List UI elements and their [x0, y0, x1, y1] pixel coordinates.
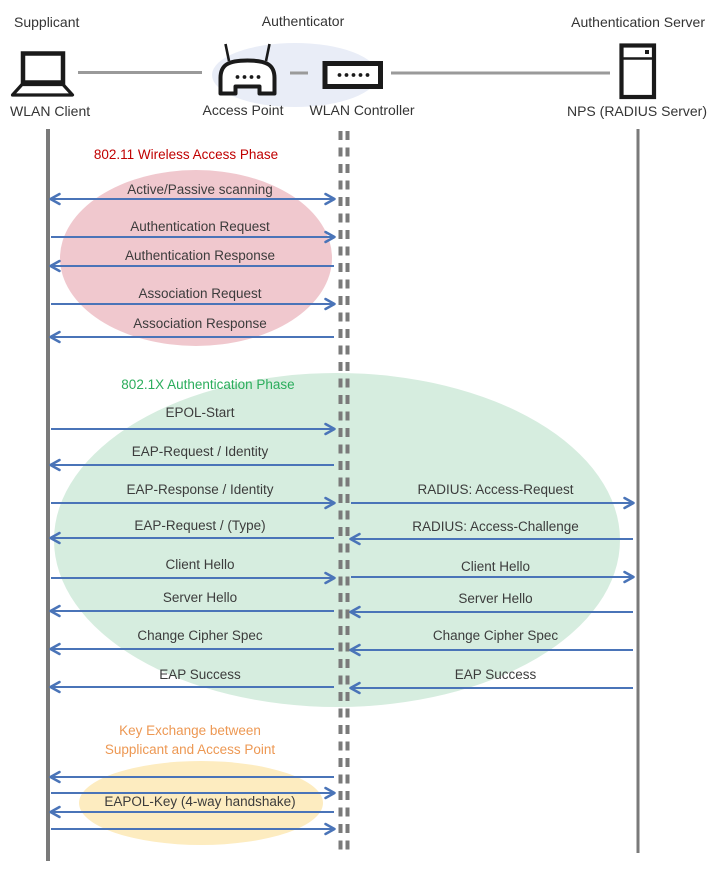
- message-label: EPOL-Start: [165, 405, 235, 420]
- device-label-nps-radius-server: NPS (RADIUS Server): [566, 103, 708, 119]
- role-label-supplicant: Supplicant: [14, 14, 80, 30]
- message-label: Authentication Request: [130, 219, 270, 234]
- message-label: Server Hello: [162, 590, 238, 605]
- server-icon: [619, 43, 657, 100]
- message-label: EAPOL-Key (4-way handshake): [104, 794, 296, 809]
- message-label: Authentication Response: [124, 248, 276, 263]
- message-label: Association Response: [133, 316, 267, 331]
- message-label: Client Hello: [460, 559, 531, 574]
- message-label: RADIUS: Access-Request: [417, 482, 574, 497]
- phase-title-8021x-authentication: 802.1X Authentication Phase: [121, 377, 295, 392]
- message-label: EAP Success: [454, 667, 537, 682]
- access-point-icon: [218, 43, 277, 96]
- message-label: Change Cipher Spec: [137, 628, 263, 643]
- phase-3-ellipse: [79, 761, 323, 845]
- message-label: Server Hello: [458, 591, 533, 606]
- message-label: RADIUS: Access-Challenge: [412, 519, 579, 534]
- laptop-icon: [10, 51, 75, 97]
- phase-title-key-exchange: Key Exchange between Supplicant and Acce…: [104, 723, 276, 757]
- phase-2-ellipse: [54, 373, 620, 707]
- device-label-access-point: Access Point: [202, 102, 284, 118]
- device-label-wlan-client: WLAN Client: [10, 103, 91, 119]
- message-label: Change Cipher Spec: [432, 628, 559, 643]
- message-arrows-layer: [49, 192, 635, 836]
- wlan-controller-icon: [322, 61, 383, 89]
- role-label-authenticator: Authenticator: [261, 13, 345, 29]
- phase-title-80211-wireless-access: 802.11 Wireless Access Phase: [93, 147, 279, 162]
- message-label: EAP-Response / Identity: [126, 482, 274, 497]
- device-label-wlan-controller: WLAN Controller: [309, 102, 415, 118]
- message-label: EAP-Request / (Type): [134, 518, 266, 533]
- message-label: Association Request: [138, 286, 262, 301]
- message-label: Active/Passive scanning: [127, 182, 273, 197]
- phase-1-ellipse: [60, 170, 332, 346]
- role-label-authentication-server: Authentication Server: [571, 14, 705, 30]
- message-label: EAP-Request / Identity: [131, 444, 269, 459]
- message-label: EAP Success: [159, 667, 241, 682]
- message-label: Client Hello: [165, 557, 235, 572]
